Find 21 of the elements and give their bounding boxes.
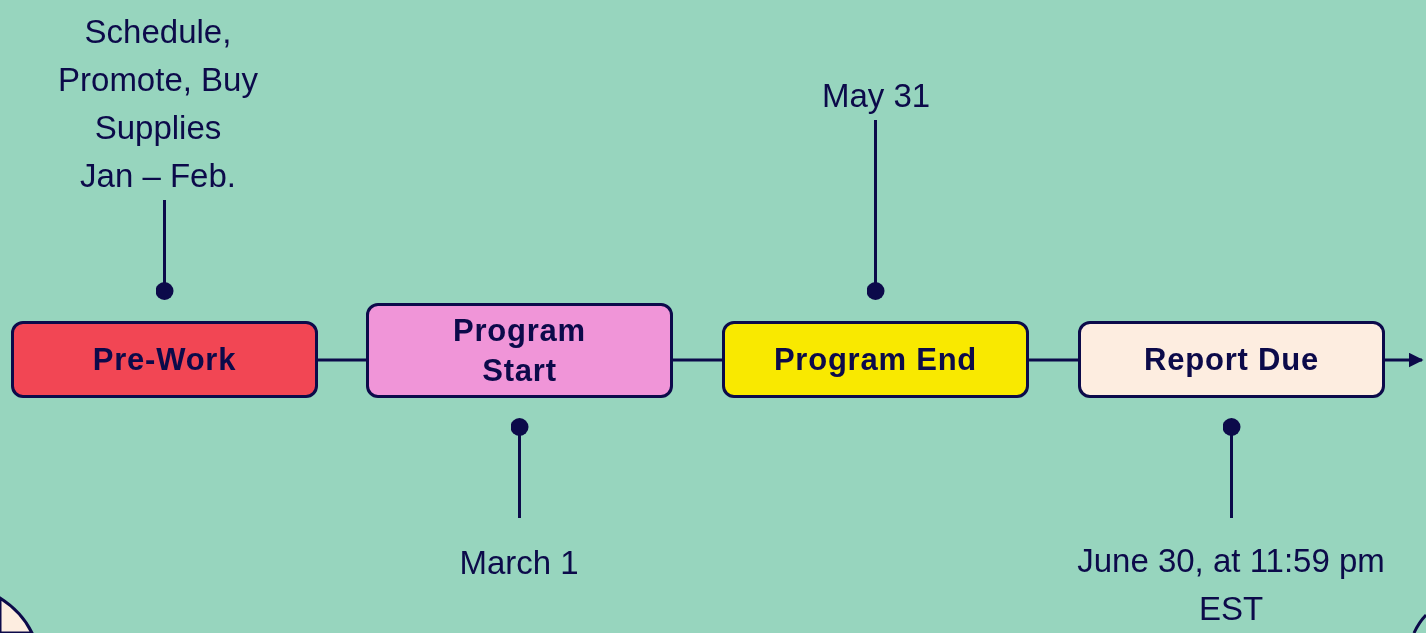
timeline-box <box>1078 321 1385 398</box>
stage-label: Pre-Work <box>92 340 237 379</box>
connector-line <box>1029 358 1078 362</box>
connector-line <box>318 358 366 362</box>
stage-label: Program End <box>773 340 978 379</box>
leader-line <box>510 418 529 518</box>
stage-label: Program Start <box>452 311 587 390</box>
date-note: Schedule, Promote, Buy Supplies <box>57 12 259 148</box>
timeline-box <box>366 303 673 398</box>
connector-line <box>1385 352 1424 368</box>
connector-line <box>673 358 722 362</box>
date-note: Jan – Feb. <box>80 156 236 196</box>
date-note: June 30, at 11:59 pm EST <box>1076 541 1386 629</box>
date-note: May 31 <box>821 76 931 116</box>
timeline-box <box>722 321 1029 398</box>
stage-label: Report Due <box>1144 340 1319 379</box>
leader-line <box>155 200 174 300</box>
leader-line <box>1222 418 1241 518</box>
timeline-box <box>11 321 318 398</box>
leader-line <box>866 120 885 300</box>
date-note: March 1 <box>459 543 579 583</box>
